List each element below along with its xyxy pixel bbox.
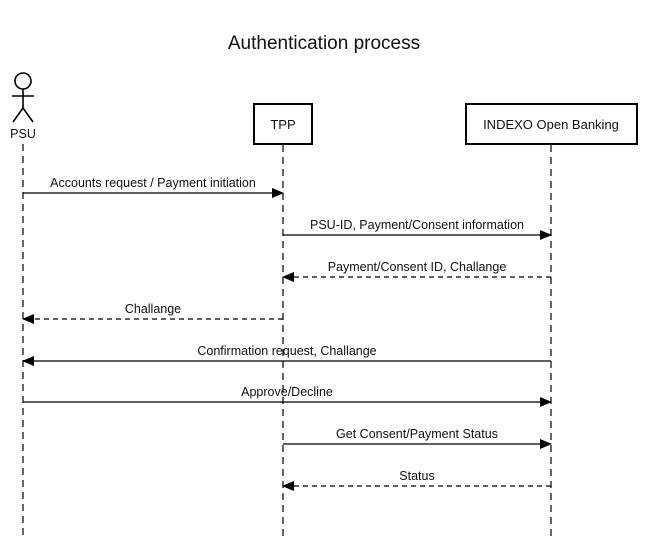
message-1: Accounts request / Payment initiation: [23, 176, 284, 198]
message-6: Approve/Decline: [23, 385, 552, 407]
stick-figure-icon: [12, 72, 34, 123]
messages-group: Accounts request / Payment initiationPSU…: [22, 176, 552, 491]
message-3: Payment/Consent ID, Challange: [282, 260, 551, 282]
diagram-title: Authentication process: [228, 33, 420, 54]
message-2: PSU-ID, Payment/Consent information: [283, 218, 552, 240]
message-label: Status: [399, 469, 434, 483]
message-7: Get Consent/Payment Status: [283, 427, 552, 449]
actor-psu: PSU: [10, 72, 36, 141]
message-5: Confirmation request, Challange: [22, 344, 551, 366]
message-label: Confirmation request, Challange: [197, 344, 376, 358]
message-label: Challange: [125, 302, 181, 316]
message-label: Accounts request / Payment initiation: [50, 176, 256, 190]
message-label: Payment/Consent ID, Challange: [328, 260, 507, 274]
message-label: Get Consent/Payment Status: [336, 427, 498, 441]
participant-indexo: INDEXO Open Banking: [465, 103, 638, 145]
message-label: PSU-ID, Payment/Consent information: [310, 218, 524, 232]
message-8: Status: [282, 469, 551, 491]
participant-indexo-box: [465, 103, 638, 145]
participant-tpp-label: TPP: [270, 117, 295, 132]
participant-tpp-box: [253, 103, 313, 145]
participant-indexo-label: INDEXO Open Banking: [483, 117, 619, 132]
message-label: Approve/Decline: [241, 385, 333, 399]
actor-psu-label: PSU: [10, 127, 36, 141]
participant-tpp: TPP: [253, 103, 313, 145]
message-4: Challange: [22, 302, 283, 324]
